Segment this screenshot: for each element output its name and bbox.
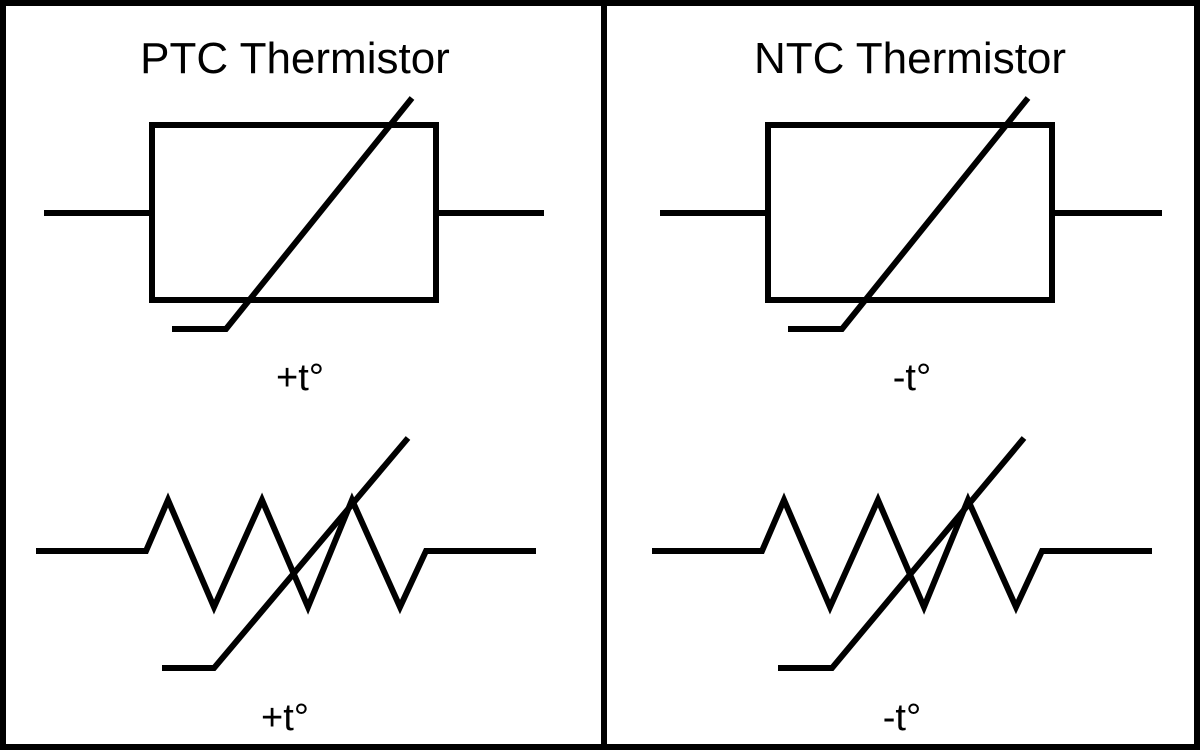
- ptc-box-label: +t°: [276, 357, 324, 399]
- ptc-box-symbol: [44, 96, 544, 332]
- ntc-zigzag-temperature-arrow: [778, 436, 1027, 671]
- ptc-zigzag-resistor: [36, 492, 536, 615]
- ntc-box-temperature-arrow: [788, 96, 1031, 332]
- ntc-zigzag-label: -t°: [883, 697, 921, 739]
- ntc-title: NTC Thermistor: [754, 34, 1066, 83]
- ptc-zigzag-label: +t°: [261, 697, 309, 739]
- ntc-box-label: -t°: [893, 357, 931, 399]
- ptc-zigzag-temperature-arrow: [162, 436, 411, 671]
- ptc-box-body: [149, 122, 439, 303]
- ptc-box-temperature-arrow: [172, 96, 415, 332]
- ntc-panel: NTC Thermistor -t° -t°: [652, 34, 1162, 739]
- ntc-zigzag-resistor: [652, 492, 1152, 615]
- ntc-zigzag-symbol: [652, 436, 1152, 671]
- ntc-box-symbol: [660, 96, 1162, 332]
- ntc-box-body: [765, 122, 1055, 303]
- ptc-title: PTC Thermistor: [140, 34, 450, 83]
- ptc-panel: PTC Thermistor +t° +t°: [36, 34, 544, 739]
- ptc-zigzag-symbol: [36, 436, 536, 671]
